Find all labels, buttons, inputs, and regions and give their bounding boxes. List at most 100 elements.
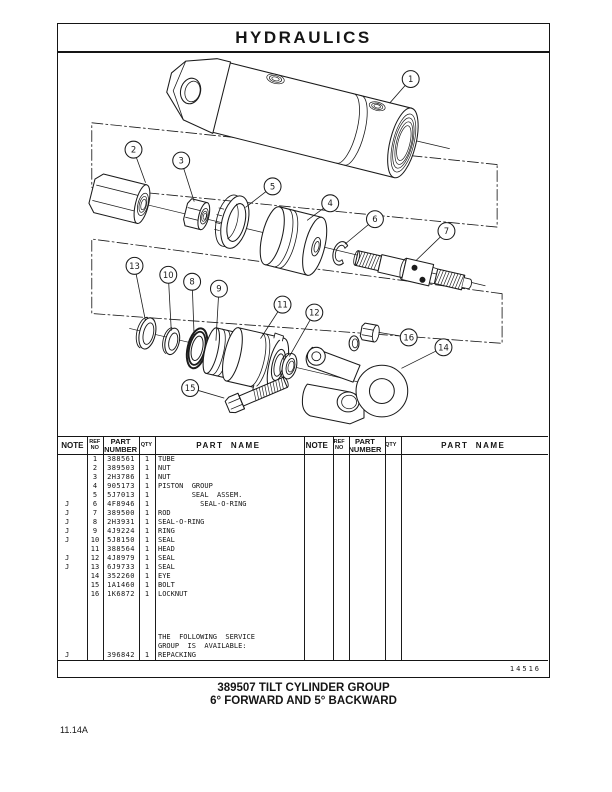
table-row: 11 388564 1 HEAD xyxy=(90,545,175,553)
callout-2: 2 xyxy=(124,140,143,159)
caption-line-1: 389507 TILT CYLINDER GROUP xyxy=(217,682,390,694)
page-number: 11.14A xyxy=(60,725,88,735)
header-qty-right: QTY xyxy=(385,441,397,448)
figure-number: 14516 xyxy=(509,665,541,673)
svg-text:11: 11 xyxy=(277,300,288,310)
callout-11: 11 xyxy=(273,295,292,314)
service-note-line-1: THE FOLLOWING SERVICE xyxy=(158,633,255,641)
header-qty-left: QTY xyxy=(140,441,153,448)
callout-14: 14 xyxy=(434,338,453,357)
header-partnumber-left: PART NUMBER xyxy=(104,437,138,454)
table-row: J 12 4J8979 1 SEAL xyxy=(65,554,175,562)
part-10-seal-drawing xyxy=(162,327,181,356)
svg-text:2: 2 xyxy=(131,145,136,155)
svg-text:16: 16 xyxy=(403,332,414,342)
part-14-eye-drawing xyxy=(301,346,409,425)
parts-table: NOTE REF NO PART NUMBER QTY PART NAME NO… xyxy=(58,436,548,661)
table-row: 15 1A1460 1 BOLT xyxy=(90,581,175,589)
column-line xyxy=(155,437,156,660)
table-row: J 7 389500 1 ROD xyxy=(65,509,171,517)
table-row: 14 352260 1 EYE xyxy=(90,572,171,580)
svg-text:7: 7 xyxy=(444,226,449,236)
part-7-rod-drawing xyxy=(353,250,473,291)
table-row: J 13 6J9733 1 SEAL xyxy=(65,563,175,571)
callout-15: 15 xyxy=(181,379,200,398)
header-note-right: NOTE xyxy=(305,440,328,450)
figure-caption: 389507 TILT CYLINDER GROUP 6° FORWARD AN… xyxy=(57,682,550,708)
callout-4: 4 xyxy=(321,194,340,213)
caption-line-2: 6° FORWARD AND 5° BACKWARD xyxy=(210,695,397,707)
callout-6: 6 xyxy=(365,210,384,229)
part-3-nut-drawing xyxy=(183,198,211,231)
svg-text:15: 15 xyxy=(185,383,196,393)
part-16-locknut-drawing xyxy=(348,322,380,352)
column-line xyxy=(103,437,104,660)
table-row: 16 1K6872 1 LOCKNUT xyxy=(90,590,188,598)
header-note-left: NOTE xyxy=(61,440,84,450)
page-border: HYDRAULICS xyxy=(57,23,550,678)
part-12-seal-drawing xyxy=(279,352,298,380)
svg-text:14: 14 xyxy=(438,342,449,352)
svg-text:12: 12 xyxy=(309,308,320,318)
table-row: J 9 4J9224 1 RING xyxy=(65,527,175,535)
callout-1: 1 xyxy=(401,70,420,89)
table-row: J 8 2H3931 1 SEAL-O-RING xyxy=(65,518,205,526)
title-bar: HYDRAULICS xyxy=(58,24,549,53)
service-row: J 396842 1 REPACKING xyxy=(65,651,196,659)
parts-table-rows: 1 388561 1 TUBE 2 389503 1 NUT 3 2H3786 … xyxy=(58,455,548,599)
svg-text:4: 4 xyxy=(328,198,333,208)
table-row: J 6 4F8946 1 SEAL-O-RING xyxy=(65,500,247,508)
header-partname-left: PART NAME xyxy=(196,440,261,450)
callout-12: 12 xyxy=(305,303,324,322)
table-row: J 10 5J8150 1 SEAL xyxy=(65,536,175,544)
svg-text:3: 3 xyxy=(179,156,184,166)
svg-text:10: 10 xyxy=(163,270,174,280)
part-2-nut-drawing xyxy=(88,173,151,224)
exploded-diagram: 1 2 3 5 4 6 7 13 10 8 9 11 12 16 14 15 xyxy=(88,58,503,425)
column-line xyxy=(401,437,402,660)
service-note-line-2: GROUP IS AVAILABLE: xyxy=(158,642,247,650)
callout-8: 8 xyxy=(183,272,202,291)
table-row: 2 389503 1 NUT xyxy=(92,464,171,472)
part-5-seal-drawing xyxy=(214,194,250,249)
svg-text:9: 9 xyxy=(216,284,221,294)
callout-7: 7 xyxy=(437,222,456,241)
table-row: 5 5J7013 1 SEAL ASSEM. xyxy=(92,491,243,499)
column-line xyxy=(333,437,334,660)
part-6-seal-o-ring-drawing xyxy=(332,241,349,266)
header-refno-left: REF NO xyxy=(89,439,101,451)
callout-10: 10 xyxy=(159,265,178,284)
table-row: 3 2H3786 1 NUT xyxy=(92,473,171,481)
column-line xyxy=(139,437,140,660)
page-title: HYDRAULICS xyxy=(235,27,372,47)
table-header: NOTE REF NO PART NUMBER QTY PART NAME NO… xyxy=(58,437,548,455)
table-row: 1 388561 1 TUBE xyxy=(92,455,175,463)
svg-text:1: 1 xyxy=(408,74,413,84)
column-line xyxy=(304,437,305,660)
part-1-tube-drawing xyxy=(166,58,419,179)
table-row: 4 905173 1 PISTON GROUP xyxy=(92,482,213,490)
callout-9: 9 xyxy=(209,279,228,298)
port-boss xyxy=(266,73,386,112)
callout-13: 13 xyxy=(125,256,144,275)
svg-text:5: 5 xyxy=(270,181,275,191)
callout-16: 16 xyxy=(399,328,418,347)
header-partnumber-right: PART NUMBER xyxy=(348,437,382,454)
svg-text:8: 8 xyxy=(189,277,194,287)
column-line xyxy=(349,437,350,660)
column-line xyxy=(385,437,386,660)
construction-lines xyxy=(91,122,503,344)
svg-text:6: 6 xyxy=(372,214,377,224)
part-4-piston-drawing xyxy=(259,206,328,276)
callout-balloons: 1 2 3 5 4 6 7 13 10 8 9 11 12 16 14 15 xyxy=(124,70,456,398)
column-line xyxy=(87,437,88,660)
table-gap xyxy=(58,599,548,633)
callout-3: 3 xyxy=(172,151,191,170)
part-8-seal-o-ring-drawing xyxy=(185,327,209,370)
part-15-bolt-drawing xyxy=(224,376,289,414)
part-13-seal-drawing xyxy=(135,316,157,350)
header-refno-right: REF NO xyxy=(333,439,345,451)
svg-text:13: 13 xyxy=(129,261,140,271)
callout-5: 5 xyxy=(263,177,282,196)
